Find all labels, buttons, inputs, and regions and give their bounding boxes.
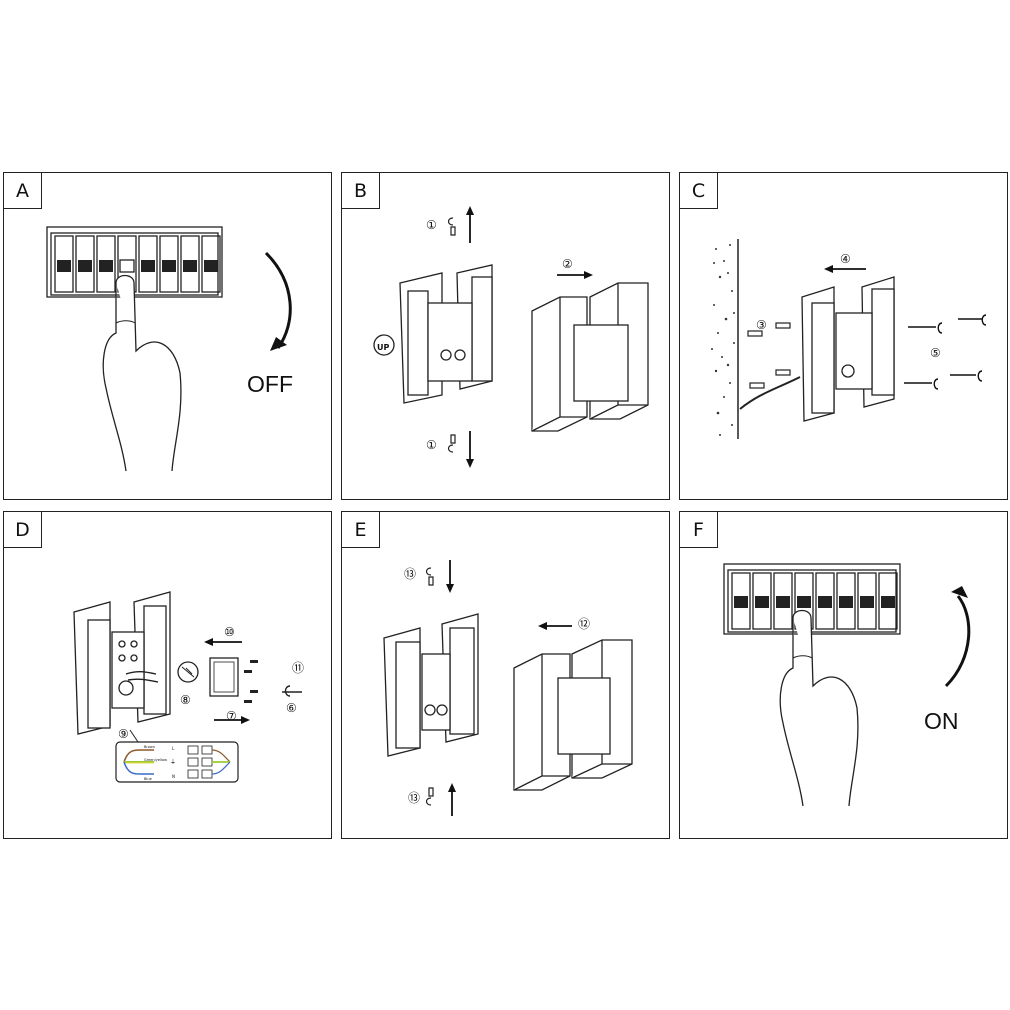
remove-cover-illustration: ① ② ① UP xyxy=(373,206,649,468)
up-orientation-icon xyxy=(373,334,395,356)
hand-illustration xyxy=(779,609,859,807)
terminal-label: N xyxy=(172,774,175,779)
step-number: ① xyxy=(426,438,437,452)
panel-label: A xyxy=(4,173,42,209)
panel-label: D xyxy=(4,512,42,548)
fixture-arm-right xyxy=(471,276,493,382)
step-number: ⑨ xyxy=(118,727,129,741)
wall-texture xyxy=(711,244,735,436)
cover-window xyxy=(557,677,611,755)
screwdriver-icon xyxy=(282,685,302,697)
curved-arrow-up-icon xyxy=(944,595,971,688)
breaker-off-illustration xyxy=(46,226,292,472)
attach-cover-illustration: ⑬ ⑫ ⑬ xyxy=(383,560,633,816)
panel-f: F ON xyxy=(679,511,1008,839)
panel-label: B xyxy=(342,173,380,209)
fixture-arm-left xyxy=(407,290,429,396)
panel-label: E xyxy=(342,512,380,548)
step-number: ⑪ xyxy=(292,661,304,675)
junction-box xyxy=(835,312,873,390)
panel-a: A OFF xyxy=(3,172,332,500)
hand-illustration xyxy=(102,274,182,472)
screw-icon xyxy=(425,567,434,586)
step-number: ⑧ xyxy=(180,693,191,707)
cable xyxy=(739,376,801,410)
step-number: ⑦ xyxy=(226,709,237,723)
step-number: ⑫ xyxy=(578,617,590,631)
panel-e: E ⑬ ⑫ ⑬ xyxy=(341,511,670,839)
junction-box xyxy=(421,653,451,731)
wall-plugs xyxy=(747,322,791,389)
panel-c: C ④ ③ ⑤ xyxy=(679,172,1008,500)
wiring-illustration: ⑩ ⑧ ⑦ ⑪ ⑥ ⑨ Brown Green/yellow Blue L xyxy=(73,591,304,783)
cover-housing xyxy=(531,282,649,432)
off-caption: OFF xyxy=(247,371,293,397)
fixture-arm-left xyxy=(395,641,421,749)
cover-housing xyxy=(513,639,633,791)
breaker-on-illustration xyxy=(723,563,971,807)
up-badge: UP xyxy=(377,343,389,352)
step-number: ① xyxy=(426,218,437,232)
junction-box xyxy=(111,631,145,709)
step-number: ⑥ xyxy=(286,701,297,715)
wiring-inset: Brown Green/yellow Blue L ⏚ N xyxy=(115,741,239,783)
fixture-arm-right xyxy=(449,627,475,735)
fixture-arm-left xyxy=(87,619,111,729)
step-number: ③ xyxy=(756,318,767,332)
junction-box xyxy=(427,302,473,382)
on-caption: ON xyxy=(924,708,959,734)
panel-label: F xyxy=(680,512,718,548)
step-number: ② xyxy=(562,257,573,271)
step-number: ⑬ xyxy=(404,567,416,581)
step-number: ⑤ xyxy=(930,346,941,360)
cover-window xyxy=(573,324,629,402)
fixture-arm-right xyxy=(143,605,167,715)
panel-b: B ① ② ① UP xyxy=(341,172,670,500)
step-number: ⑩ xyxy=(224,625,235,639)
terminal-label: L xyxy=(172,746,175,751)
wire-label: Brown xyxy=(144,745,155,749)
mounting-illustration: ④ ③ ⑤ xyxy=(711,239,987,439)
panel-label: C xyxy=(680,173,718,209)
terminal-block xyxy=(187,745,213,779)
screw-icon xyxy=(447,217,456,236)
step-number: ⑬ xyxy=(408,791,420,805)
step-number: ④ xyxy=(840,252,851,266)
screw-icon xyxy=(447,434,456,453)
terminal-label: ⏚ xyxy=(170,759,176,766)
screw-icon xyxy=(425,787,434,806)
wire-label: Blue xyxy=(144,777,152,781)
gasket-icon xyxy=(177,661,199,683)
screws xyxy=(244,660,258,703)
curved-arrow-down-icon xyxy=(264,251,292,349)
panel-d: D ⑩ ⑧ ⑦ ⑪ ⑥ ⑨ xyxy=(3,511,332,839)
mounting-plate xyxy=(209,657,239,697)
fixture-arm-right xyxy=(871,288,895,396)
fixture-arm-left xyxy=(811,302,835,414)
screws xyxy=(904,314,987,390)
wire-label: Green/yellow xyxy=(144,758,167,762)
